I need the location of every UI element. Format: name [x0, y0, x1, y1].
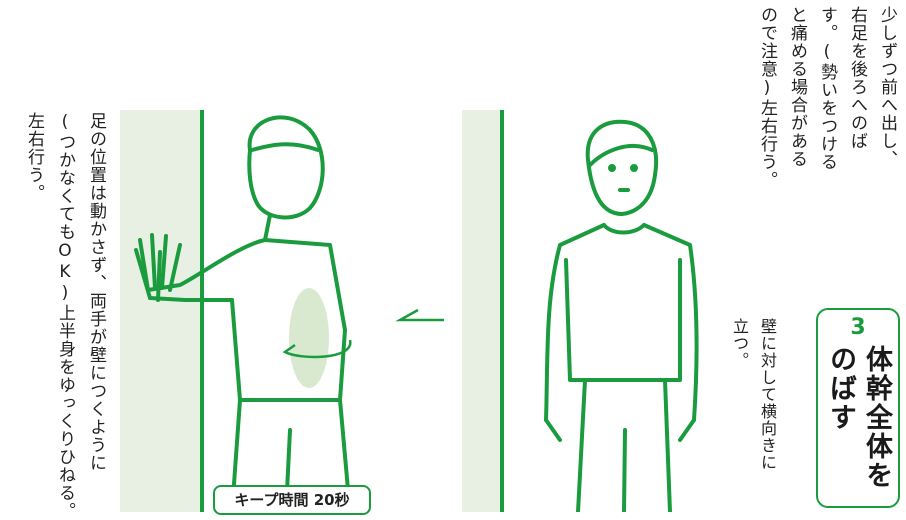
right-wall-shade — [462, 110, 502, 512]
stand-sideways-text: 壁に対して横向きに 立つ。 — [725, 318, 781, 471]
stretch-instruction-text: 少しずつ前へ出し、 右足を後ろへのば す。(勢いをつける と痛める場合がある の… — [752, 6, 902, 189]
torso-highlight — [289, 288, 329, 388]
step-number: 3 — [846, 315, 870, 340]
keep-time-badge: キープ時間 20秒 — [213, 485, 371, 515]
twist-instruction-text: 足の位置は動かさず、両手が壁につくように (つかなくてもOK)上半身をゆっくりひ… — [18, 112, 111, 520]
direction-arrow-icon — [400, 310, 444, 320]
left-wall-shade — [120, 110, 202, 512]
step-title: 体幹全体を のばす — [822, 345, 894, 490]
standing-person-figure — [546, 122, 697, 512]
